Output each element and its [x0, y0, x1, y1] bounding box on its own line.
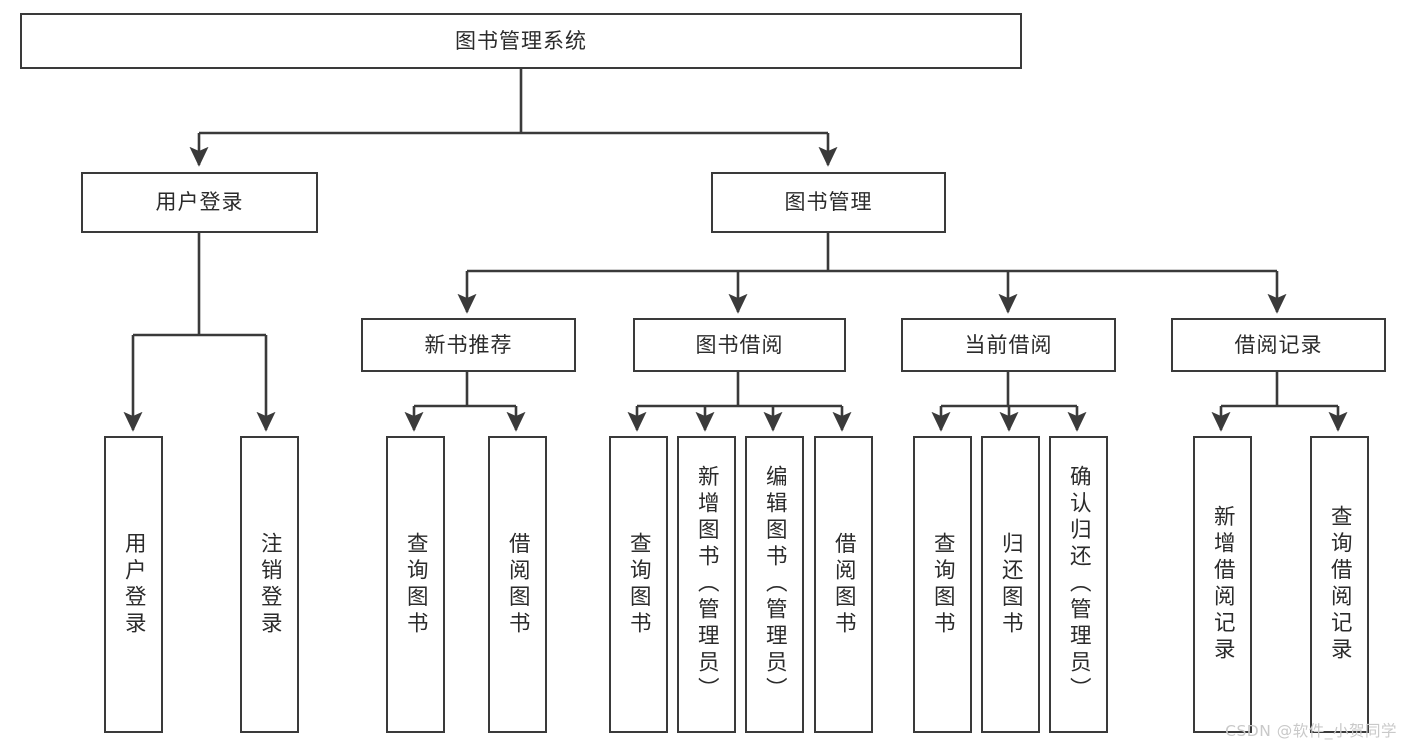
node-leaf-add-record-label: 新增借阅记录: [1210, 505, 1236, 664]
node-borrow-record[interactable]: 借阅记录: [1171, 318, 1386, 372]
node-new-book-rec-label: 新书推荐: [424, 332, 513, 357]
node-user-login-label: 用户登录: [155, 190, 244, 215]
node-leaf-borrow-book-2[interactable]: 借阅图书: [814, 436, 873, 733]
node-leaf-query-book-1[interactable]: 查询图书: [386, 436, 445, 733]
node-leaf-edit-book-label: 编辑图书（管理员）: [762, 465, 788, 704]
node-leaf-confirm-return[interactable]: 确认归还（管理员）: [1049, 436, 1108, 733]
node-book-borrow[interactable]: 图书借阅: [633, 318, 846, 372]
node-book-manage[interactable]: 图书管理: [711, 172, 946, 233]
node-borrow-record-label: 借阅记录: [1234, 332, 1323, 357]
node-new-book-rec[interactable]: 新书推荐: [361, 318, 576, 372]
node-leaf-query-book-2-label: 查询图书: [626, 531, 652, 638]
node-leaf-logout[interactable]: 注销登录: [240, 436, 299, 733]
node-book-borrow-label: 图书借阅: [695, 332, 784, 357]
node-leaf-logout-label: 注销登录: [257, 531, 283, 638]
node-current-borrow[interactable]: 当前借阅: [901, 318, 1116, 372]
node-leaf-return-book-label: 归还图书: [998, 531, 1024, 638]
node-leaf-query-record-label: 查询借阅记录: [1327, 505, 1353, 664]
csdn-watermark: CSDN @软件_小贺同学: [1225, 722, 1397, 740]
node-book-manage-label: 图书管理: [784, 190, 873, 215]
node-leaf-user-login-label: 用户登录: [121, 531, 147, 638]
node-leaf-add-book-label: 新增图书（管理员）: [694, 465, 720, 704]
node-root-label: 图书管理系统: [455, 28, 587, 53]
node-leaf-query-book-3[interactable]: 查询图书: [913, 436, 972, 733]
node-leaf-borrow-book-1[interactable]: 借阅图书: [488, 436, 547, 733]
node-leaf-query-record[interactable]: 查询借阅记录: [1310, 436, 1369, 733]
node-leaf-return-book[interactable]: 归还图书: [981, 436, 1040, 733]
node-leaf-query-book-2[interactable]: 查询图书: [609, 436, 668, 733]
node-current-borrow-label: 当前借阅: [964, 332, 1053, 357]
node-root[interactable]: 图书管理系统: [20, 13, 1022, 69]
node-leaf-add-record[interactable]: 新增借阅记录: [1193, 436, 1252, 733]
node-user-login[interactable]: 用户登录: [81, 172, 318, 233]
node-leaf-query-book-3-label: 查询图书: [930, 531, 956, 638]
node-leaf-add-book[interactable]: 新增图书（管理员）: [677, 436, 736, 733]
node-leaf-edit-book[interactable]: 编辑图书（管理员）: [745, 436, 804, 733]
node-leaf-user-login[interactable]: 用户登录: [104, 436, 163, 733]
node-leaf-borrow-book-1-label: 借阅图书: [505, 531, 531, 638]
node-leaf-confirm-return-label: 确认归还（管理员）: [1066, 465, 1092, 704]
node-leaf-borrow-book-2-label: 借阅图书: [831, 531, 857, 638]
node-leaf-query-book-1-label: 查询图书: [403, 531, 429, 638]
